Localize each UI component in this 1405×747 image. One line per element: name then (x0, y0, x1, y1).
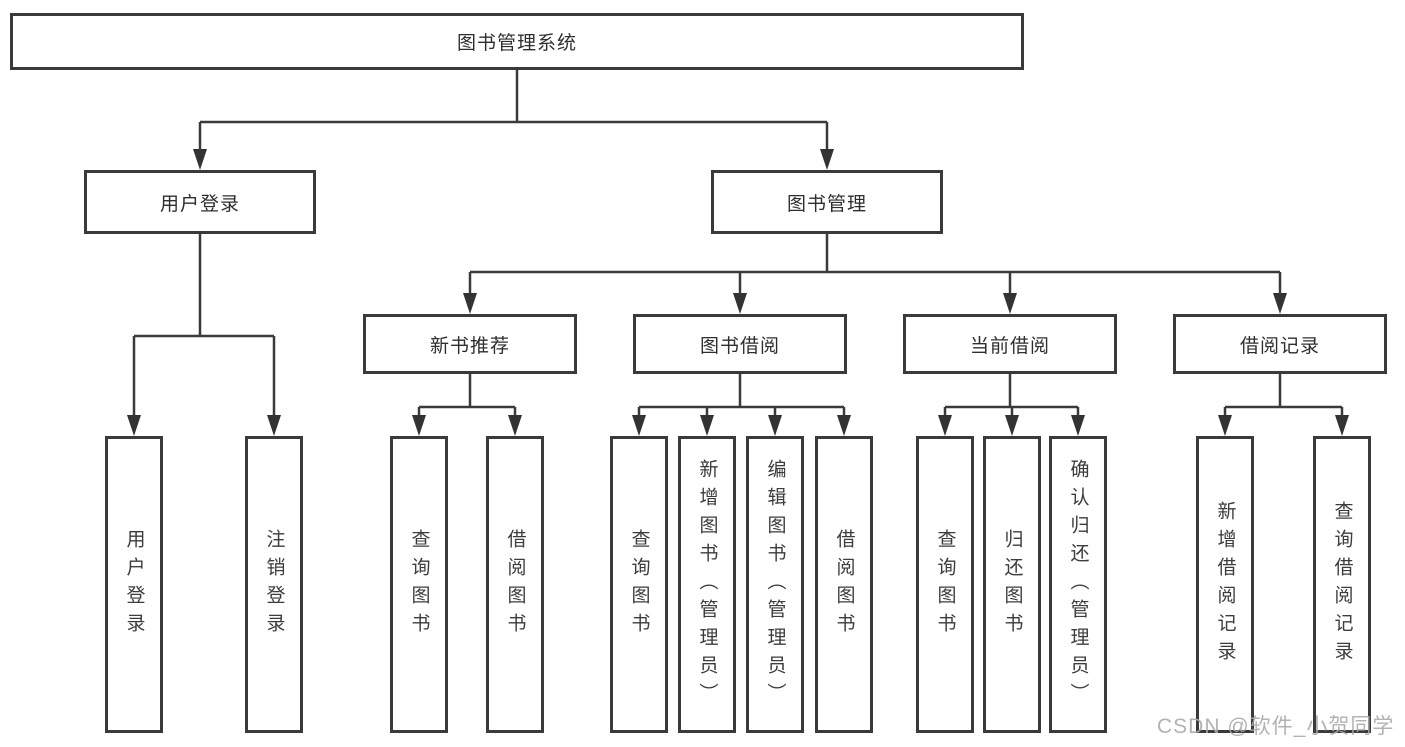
connector-current-to-leaves (938, 374, 1085, 436)
node-borrowing-records: 借阅记录 (1173, 314, 1387, 374)
leaf-query-books-current: 查询图书 (916, 436, 974, 733)
leaf-borrow-books-recommend: 借阅图书 (486, 436, 544, 733)
leaf-query-borrow-record-label: 查询借阅记录 (1331, 500, 1353, 669)
leaf-edit-book-admin: 编辑图书（管理员） (746, 436, 804, 733)
node-book-management: 图书管理 (711, 170, 943, 234)
node-user-login: 用户登录 (84, 170, 316, 234)
connector-root-to-level2 (193, 70, 834, 170)
node-current-borrowing: 当前借阅 (903, 314, 1117, 374)
leaf-query-borrow-record: 查询借阅记录 (1313, 436, 1371, 733)
leaf-add-book-admin: 新增图书（管理员） (678, 436, 736, 733)
connector-book-management-to-level3 (463, 234, 1287, 314)
leaf-confirm-return-admin: 确认归还（管理员） (1049, 436, 1107, 733)
connector-borrowing-to-leaves (632, 374, 851, 436)
leaf-logout-label: 注销登录 (263, 528, 285, 641)
node-system-root: 图书管理系统 (10, 13, 1024, 70)
connector-records-to-leaves (1218, 374, 1349, 436)
leaf-user-login-label: 用户登录 (123, 528, 145, 641)
leaf-query-books-recommend: 查询图书 (390, 436, 448, 733)
leaf-query-books-borrow-label: 查询图书 (628, 528, 650, 641)
leaf-query-books-current-label: 查询图书 (934, 528, 956, 641)
leaf-borrow-books: 借阅图书 (815, 436, 873, 733)
leaf-query-books-borrow: 查询图书 (610, 436, 668, 733)
leaf-return-books: 归还图书 (983, 436, 1041, 733)
leaf-return-books-label: 归还图书 (1001, 528, 1023, 641)
leaf-borrow-books-label: 借阅图书 (833, 528, 855, 641)
connector-user-login-to-leaves (127, 234, 281, 436)
leaf-add-borrow-record-label: 新增借阅记录 (1214, 500, 1236, 669)
leaf-logout: 注销登录 (245, 436, 303, 733)
node-book-borrowing: 图书借阅 (633, 314, 847, 374)
leaf-borrow-books-recommend-label: 借阅图书 (504, 528, 526, 641)
connector-new-book-to-leaves (412, 374, 522, 436)
leaf-confirm-return-admin-label: 确认归还（管理员） (1067, 458, 1089, 711)
leaf-edit-book-admin-label: 编辑图书（管理员） (764, 458, 786, 711)
node-new-book-recommend: 新书推荐 (363, 314, 577, 374)
leaf-add-borrow-record: 新增借阅记录 (1196, 436, 1254, 733)
leaf-query-books-recommend-label: 查询图书 (408, 528, 430, 641)
leaf-add-book-admin-label: 新增图书（管理员） (696, 458, 718, 711)
csdn-watermark: CSDN @软件_小贺同学 (1157, 715, 1395, 738)
leaf-user-login: 用户登录 (105, 436, 163, 733)
